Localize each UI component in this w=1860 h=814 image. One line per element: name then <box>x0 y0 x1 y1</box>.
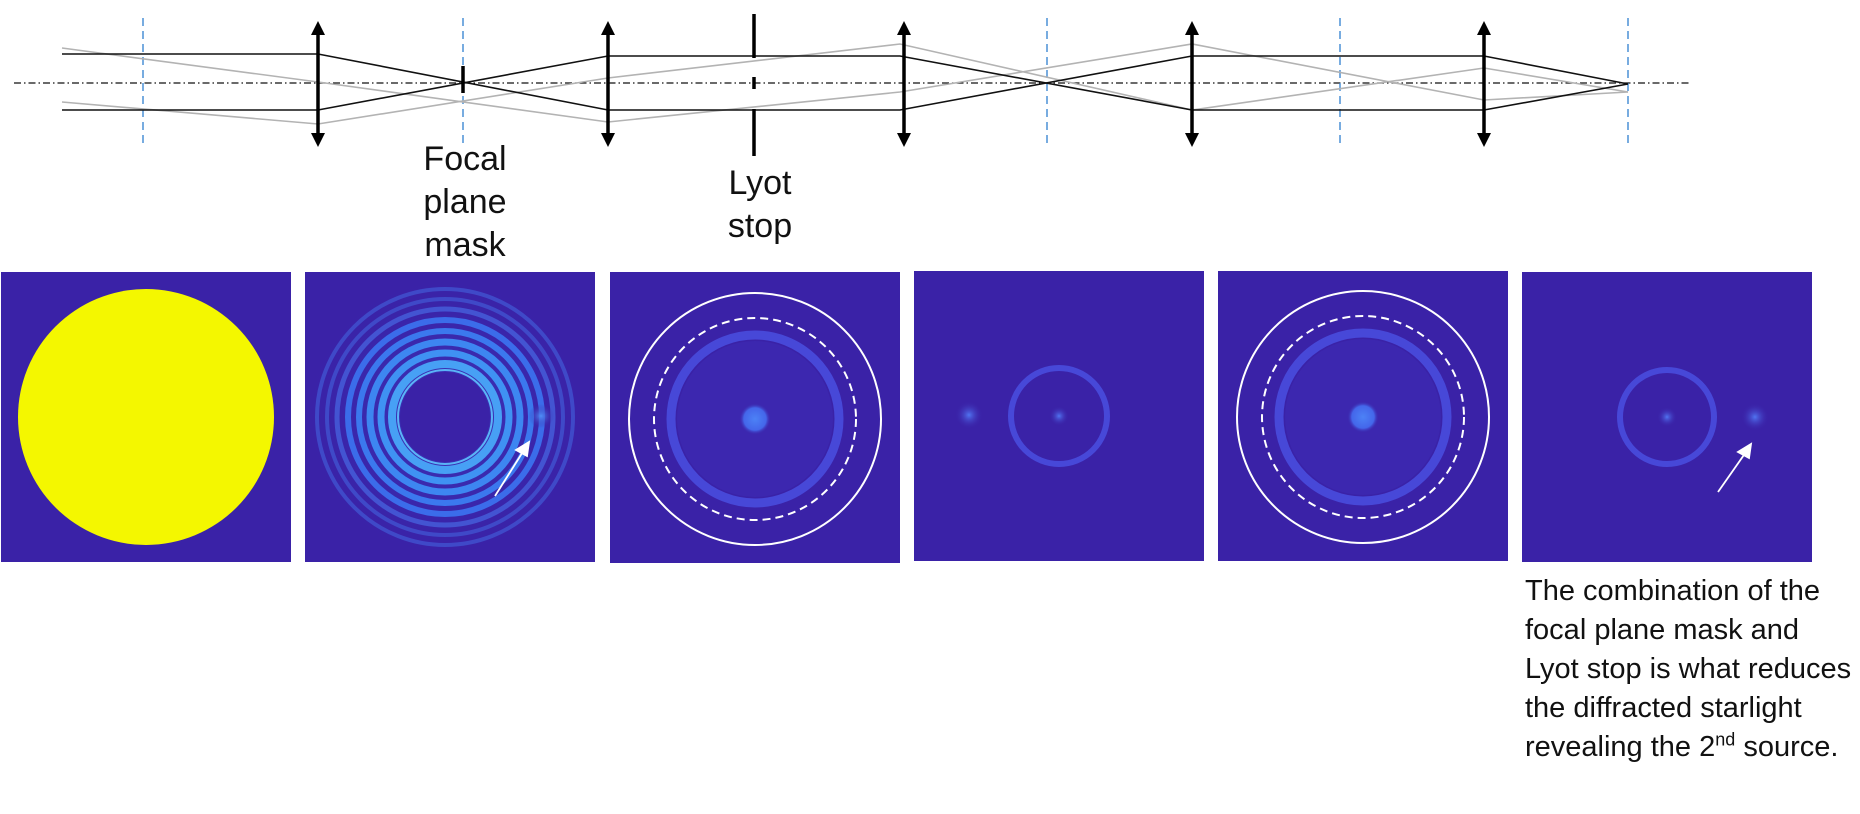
panel-final-image <box>1522 272 1812 562</box>
lyot-stop-outline <box>1261 315 1465 519</box>
star-spot <box>1657 407 1677 427</box>
panel-focal-plane <box>305 272 595 562</box>
caption-text: The combination of the focal plane mask … <box>1525 575 1852 763</box>
halo-ring <box>1008 365 1110 467</box>
diffracted-ring <box>666 330 844 508</box>
lyot-stop-outline <box>653 317 857 521</box>
focal-plane-mask-label: Focal plane mask <box>423 140 507 264</box>
pupil-outline <box>1236 290 1490 544</box>
arrow-icon <box>494 440 531 497</box>
panel-reimaged-focal <box>914 271 1204 561</box>
mask-occulted-core <box>400 372 490 462</box>
plane-markers <box>142 18 1629 146</box>
star-residual <box>739 403 771 435</box>
pupil-outline <box>628 292 882 546</box>
panel-lyot-plane <box>610 272 900 563</box>
lyot-stop-label: Lyot stop <box>727 164 793 245</box>
arrow-icon <box>1717 442 1753 493</box>
pupil-disk <box>18 289 274 545</box>
diffracted-ring <box>1274 328 1452 506</box>
caption-superscript: nd <box>1715 729 1736 750</box>
lenses <box>311 20 1491 147</box>
panel-entrance-pupil <box>1 272 291 562</box>
caption: The combination of the focal plane mask … <box>1525 572 1860 767</box>
halo-ring <box>1617 367 1717 467</box>
companion-spot <box>955 401 983 429</box>
panel-second-pupil <box>1218 271 1508 561</box>
optical-layout <box>14 14 1690 156</box>
star-spot <box>1049 406 1069 426</box>
companion-source <box>528 404 554 428</box>
star-residual <box>1347 401 1379 433</box>
caption-end: source. <box>1735 731 1839 763</box>
companion-spot <box>1741 403 1769 431</box>
